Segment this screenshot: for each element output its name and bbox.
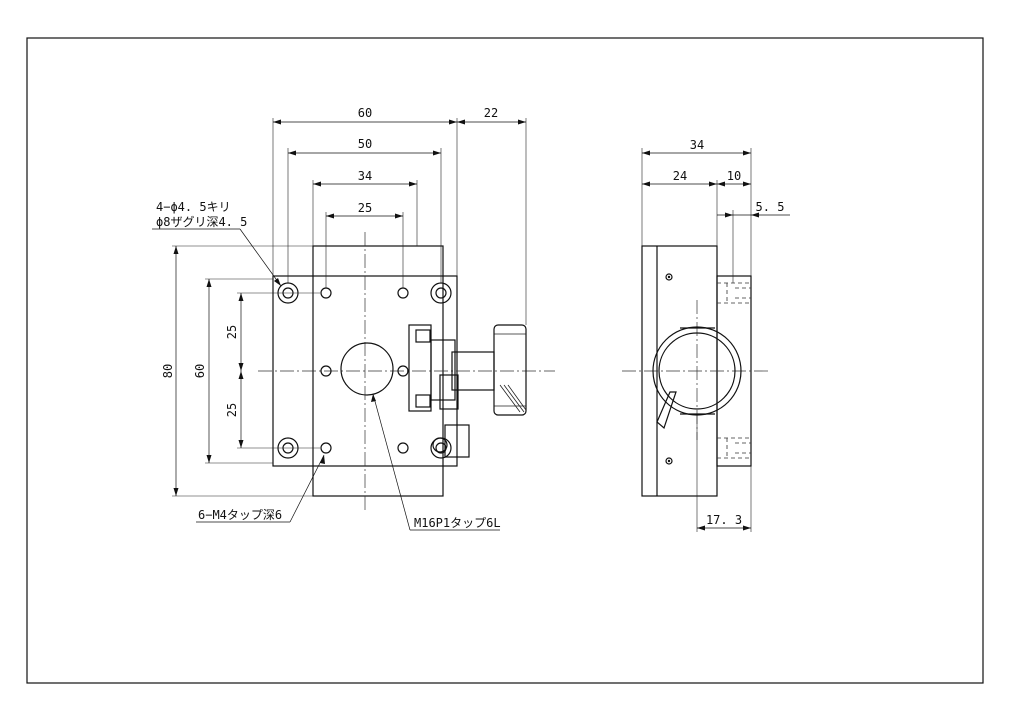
side-dim-label-5-5: 5. 5: [756, 200, 785, 214]
dim-label-34: 34: [358, 169, 372, 183]
note-taps: 6−M4タップ深6: [198, 508, 282, 522]
dim-label-25-upper: 25: [225, 325, 239, 339]
drawing-border: [26, 37, 984, 684]
note-center-tap: M16P1タップ6L: [414, 516, 501, 530]
note-holes-line2: ϕ8ザグリ深4. 5: [156, 215, 247, 229]
side-dim-label-10: 10: [727, 169, 741, 183]
tapped-hole: [320, 287, 332, 299]
tapped-hole: [397, 442, 409, 454]
tapped-hole: [397, 287, 409, 299]
adjustment-knob: [408, 324, 527, 458]
tapped-hole: [397, 365, 409, 377]
dim-label-80: 80: [161, 364, 175, 378]
side-ring-inner: [658, 332, 736, 410]
side-dim-label-34: 34: [690, 138, 704, 152]
dim-label-60-vertical: 60: [193, 364, 207, 378]
side-dim-label-17-3: 17. 3: [706, 513, 742, 527]
counterbore-hole-tr: [430, 282, 452, 304]
note-holes-line1: 4−ϕ4. 5キリ: [156, 200, 231, 214]
center-tap-hole: [340, 342, 394, 396]
side-dim-label-24: 24: [673, 169, 687, 183]
dim-label-25: 25: [358, 201, 372, 215]
dim-label-50: 50: [358, 137, 372, 151]
dim-label-22: 22: [484, 106, 498, 120]
dim-label-60: 60: [358, 106, 372, 120]
front-view: 60 22 50 34 25 80 60 25 25 4−ϕ4. 5キリ ϕ8ザ…: [152, 106, 555, 531]
tapped-hole: [320, 365, 332, 377]
dim-label-25-lower: 25: [225, 403, 239, 417]
tapped-hole: [320, 442, 332, 454]
side-view: 34 24 10 5. 5 17. 3: [622, 138, 790, 532]
